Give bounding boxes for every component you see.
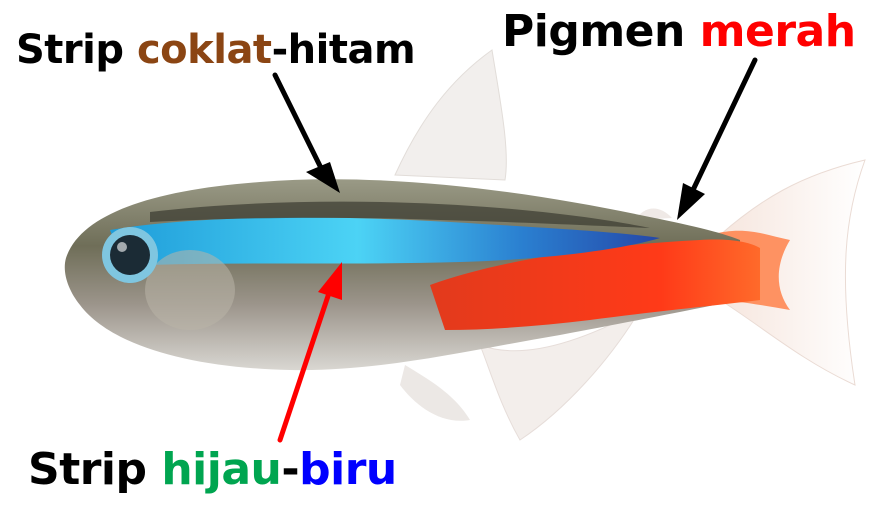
eye-highlight (117, 242, 127, 252)
label-word-green: hijau (161, 444, 281, 495)
label-separator: - (281, 444, 299, 495)
label-green-blue-stripe: Strip hijau-biru (28, 448, 397, 492)
label-word: Pigmen (502, 6, 685, 57)
label-word-blue: biru (299, 444, 397, 495)
label-word-red: merah (700, 6, 856, 57)
label-separator: - (272, 27, 288, 73)
pelvic-fin (400, 365, 470, 421)
eye-iris (110, 235, 150, 275)
arrow-brown-stripe (275, 75, 340, 193)
label-word: Strip (28, 444, 147, 495)
arrow-red-pigment (677, 60, 755, 220)
label-word: hitam (288, 27, 415, 73)
label-brown-black-stripe: Strip coklat-hitam (16, 30, 415, 70)
label-word: Strip (16, 27, 124, 73)
label-word-brown: coklat (137, 27, 272, 73)
gill-area (145, 250, 235, 330)
label-red-pigment: Pigmen merah (502, 10, 856, 54)
